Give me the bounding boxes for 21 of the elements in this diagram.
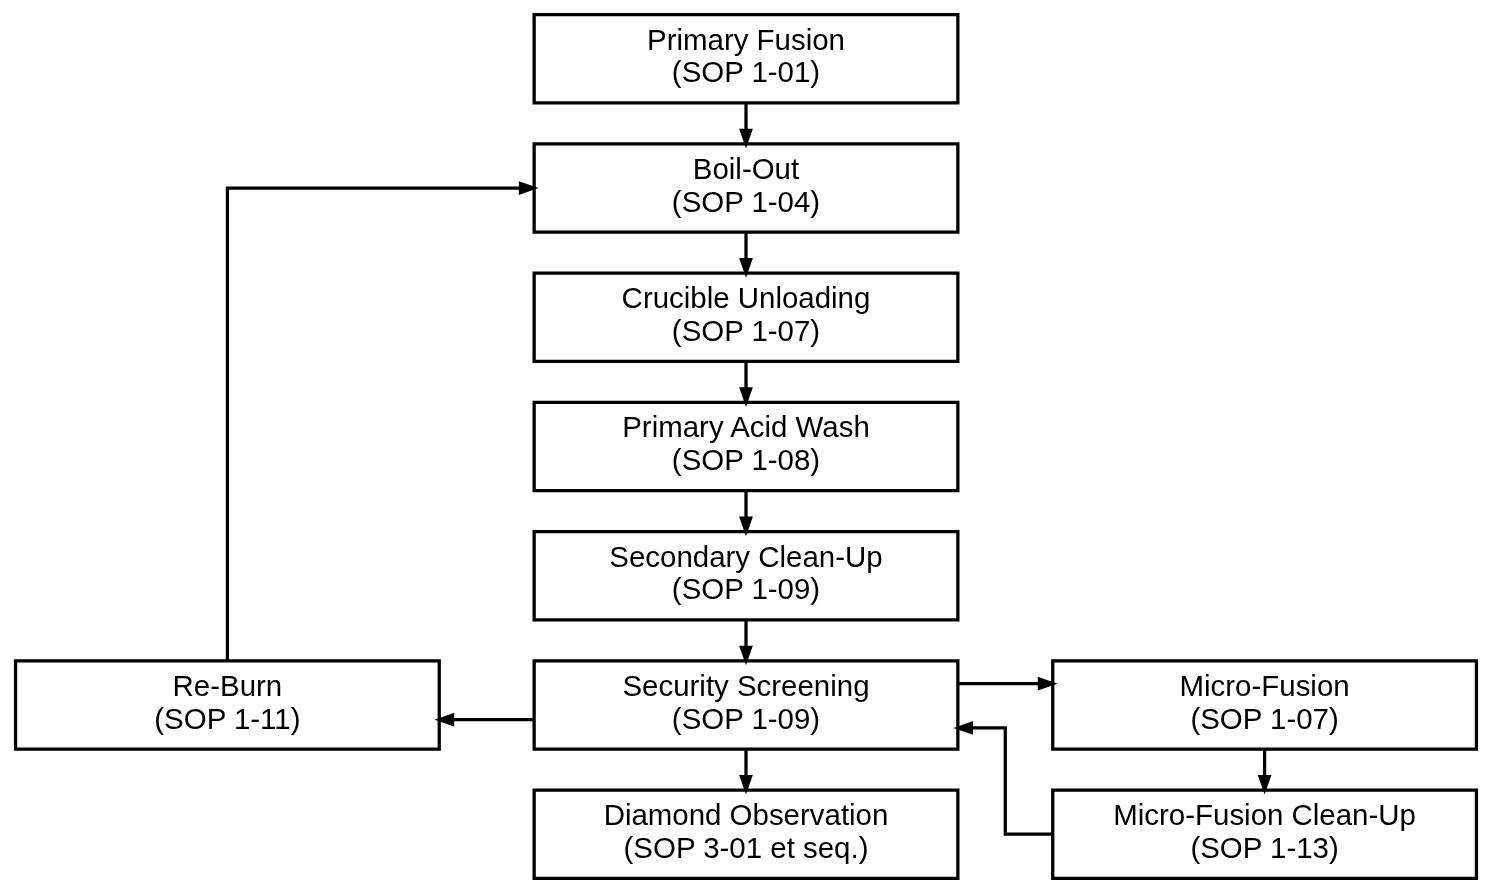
- node-box: Crucible Unloading (SOP 1-07): [532, 271, 959, 364]
- arrow: [738, 361, 753, 407]
- node-box: Micro-Fusion (SOP 1-07): [1050, 659, 1478, 751]
- node-box: Micro-Fusion Clean-Up (SOP 1-13): [1050, 788, 1478, 881]
- arrow: [1257, 749, 1271, 795]
- node-box: Primary Fusion (SOP 1-01): [532, 12, 959, 105]
- node-box: Re-Burn (SOP 1-11): [13, 659, 441, 751]
- node-box: Security Screening (SOP 1-09): [532, 659, 959, 751]
- node-box: Diamond Observation (SOP 3-01 et seq.): [532, 788, 959, 881]
- arrow: [957, 676, 1057, 691]
- arrow: [225, 181, 539, 661]
- arrow: [952, 721, 1052, 836]
- arrow: [738, 749, 753, 795]
- arrow: [434, 712, 534, 727]
- node-box: Boil-Out (SOP 1-04): [532, 142, 959, 234]
- arrow: [738, 620, 753, 666]
- arrow: [738, 491, 753, 537]
- node-box: Primary Acid Wash (SOP 1-08): [532, 400, 959, 493]
- arrow: [738, 103, 753, 149]
- arrow: [738, 232, 753, 278]
- node-box: Secondary Clean-Up (SOP 1-09): [532, 529, 959, 622]
